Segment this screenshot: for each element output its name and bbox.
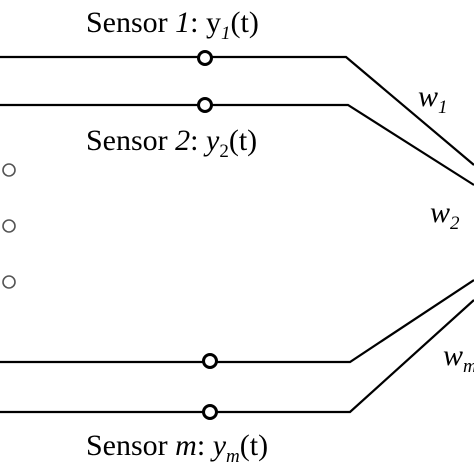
sensor-m-node (202, 404, 218, 420)
ellipsis-dot (2, 163, 16, 177)
sensor-1-node (197, 50, 213, 66)
sensor-2-node (197, 97, 213, 113)
sensor-m-minus-1-node (202, 353, 218, 369)
weight-2-label: w2 (430, 196, 460, 234)
sensor-m-minus-1-line (0, 279, 474, 364)
weight-1-label: w1 (418, 80, 448, 118)
weight-m-label: wm (443, 339, 474, 377)
sensor-1-label: Sensor 1: y1(t) (86, 6, 259, 44)
sensor-1-line (0, 55, 474, 166)
sensor-m-label: Sensor m: ym(t) (86, 429, 268, 467)
sensor-2-label: Sensor 2: y2(t) (86, 124, 257, 162)
ellipsis-dot (2, 219, 16, 233)
sensor-2-line (0, 103, 474, 186)
ellipsis-dot (2, 275, 16, 289)
sensor-m-line (0, 299, 474, 414)
